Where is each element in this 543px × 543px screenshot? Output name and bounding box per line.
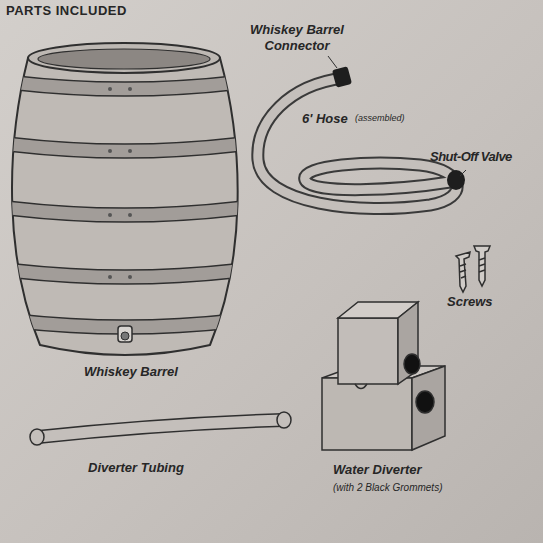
screws [456, 246, 490, 292]
part-note: (assembled) [355, 113, 405, 124]
hose [258, 56, 466, 209]
part-name: Screws [447, 294, 493, 310]
part-name: Shut-Off Valve [430, 149, 512, 165]
part-note: (with 2 Black Grommets) [333, 482, 442, 494]
whiskey-barrel [0, 43, 250, 355]
water-diverter [322, 302, 445, 450]
section-title: PARTS INCLUDED [6, 3, 127, 19]
part-name: Water Diverter [333, 462, 422, 478]
part-name: Whiskey Barrel Connector [242, 22, 352, 53]
part-name: Whiskey Barrel [84, 364, 178, 380]
diverter-tubing [30, 412, 291, 445]
part-name: Diverter Tubing [88, 460, 184, 476]
part-name: 6' Hose [302, 111, 348, 127]
